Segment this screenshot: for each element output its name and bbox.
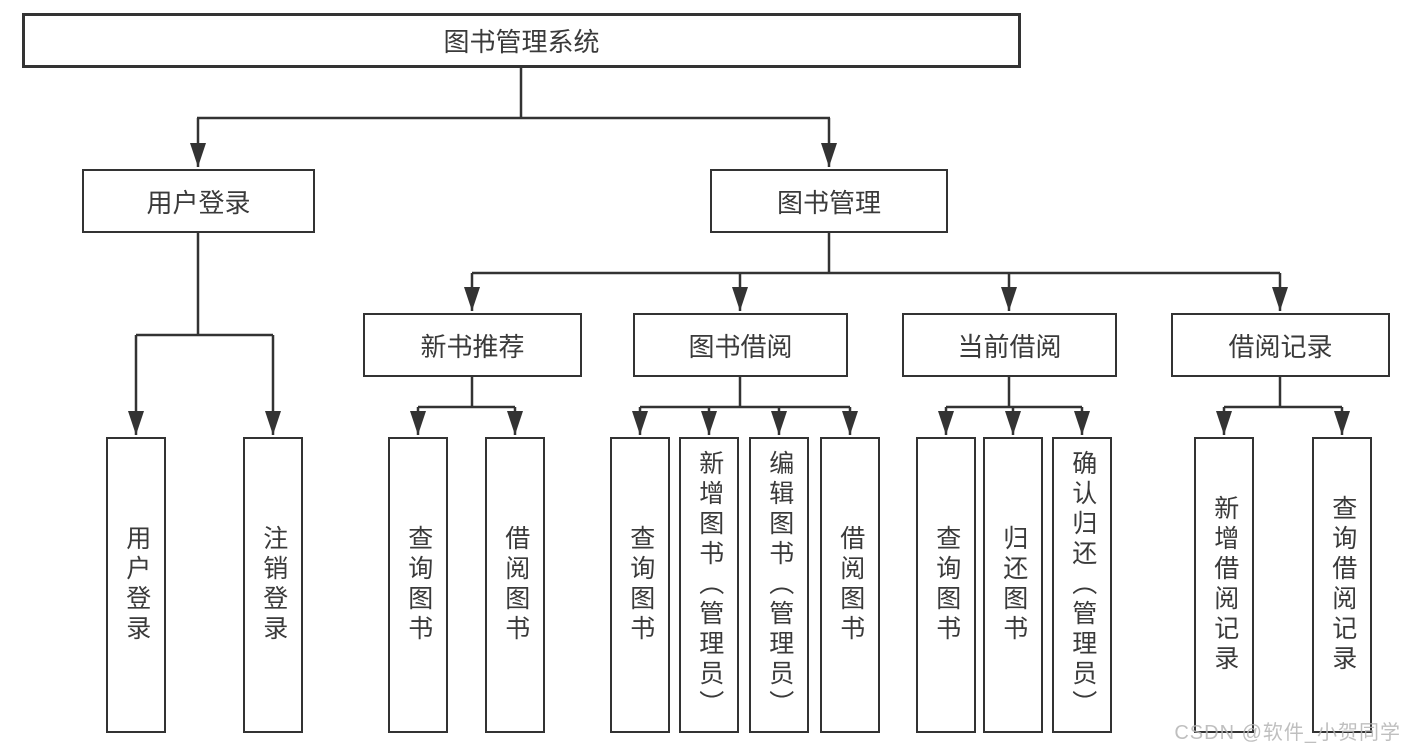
- node-user-login-action: 用户登录: [106, 437, 166, 733]
- node-label: 查询图书: [404, 525, 433, 645]
- node-edit-books-admin: 编辑图书（管理员）: [749, 437, 809, 733]
- node-label: 编辑图书（管理员）: [765, 450, 794, 720]
- node-query-books-borrow: 查询图书: [610, 437, 670, 733]
- node-label: 用户登录: [122, 525, 151, 645]
- node-label: 注销登录: [259, 525, 288, 645]
- node-label: 确认归还（管理员）: [1068, 450, 1097, 720]
- node-label: 借阅图书: [836, 525, 865, 645]
- node-label: 归还图书: [999, 525, 1028, 645]
- node-return-books: 归还图书: [983, 437, 1043, 733]
- node-query-borrow-record: 查询借阅记录: [1312, 437, 1372, 733]
- node-current-borrowing: 当前借阅: [902, 313, 1117, 377]
- node-book-borrowing: 图书借阅: [633, 313, 848, 377]
- node-label: 借阅图书: [501, 525, 530, 645]
- node-label: 新增借阅记录: [1210, 495, 1239, 675]
- node-query-books-recommend: 查询图书: [388, 437, 448, 733]
- node-label: 新增图书（管理员）: [695, 450, 724, 720]
- node-add-books-admin: 新增图书（管理员）: [679, 437, 739, 733]
- node-user-login: 用户登录: [82, 169, 315, 233]
- node-borrow-books: 借阅图书: [820, 437, 880, 733]
- node-borrowing-records: 借阅记录: [1171, 313, 1390, 377]
- node-add-borrow-record: 新增借阅记录: [1194, 437, 1254, 733]
- node-label: 查询图书: [932, 525, 961, 645]
- node-borrow-books-recommend: 借阅图书: [485, 437, 545, 733]
- node-label: 图书管理: [776, 187, 881, 218]
- node-library-system: 图书管理系统: [22, 13, 1021, 68]
- node-label: 用户登录: [146, 187, 251, 218]
- node-confirm-return-admin: 确认归还（管理员）: [1052, 437, 1112, 733]
- node-new-book-recommend: 新书推荐: [363, 313, 582, 377]
- node-label: 借阅记录: [1228, 331, 1333, 362]
- node-label: 查询图书: [626, 525, 655, 645]
- node-label: 查询借阅记录: [1328, 495, 1357, 675]
- node-label: 当前借阅: [957, 331, 1062, 362]
- node-label: 图书借阅: [688, 331, 793, 362]
- node-query-books-current: 查询图书: [916, 437, 976, 733]
- node-book-management: 图书管理: [710, 169, 948, 233]
- node-logout-action: 注销登录: [243, 437, 303, 733]
- watermark-text: CSDN @软件_小贺同学: [1174, 722, 1401, 744]
- node-label: 图书管理系统: [443, 27, 600, 57]
- node-label: 新书推荐: [420, 331, 525, 362]
